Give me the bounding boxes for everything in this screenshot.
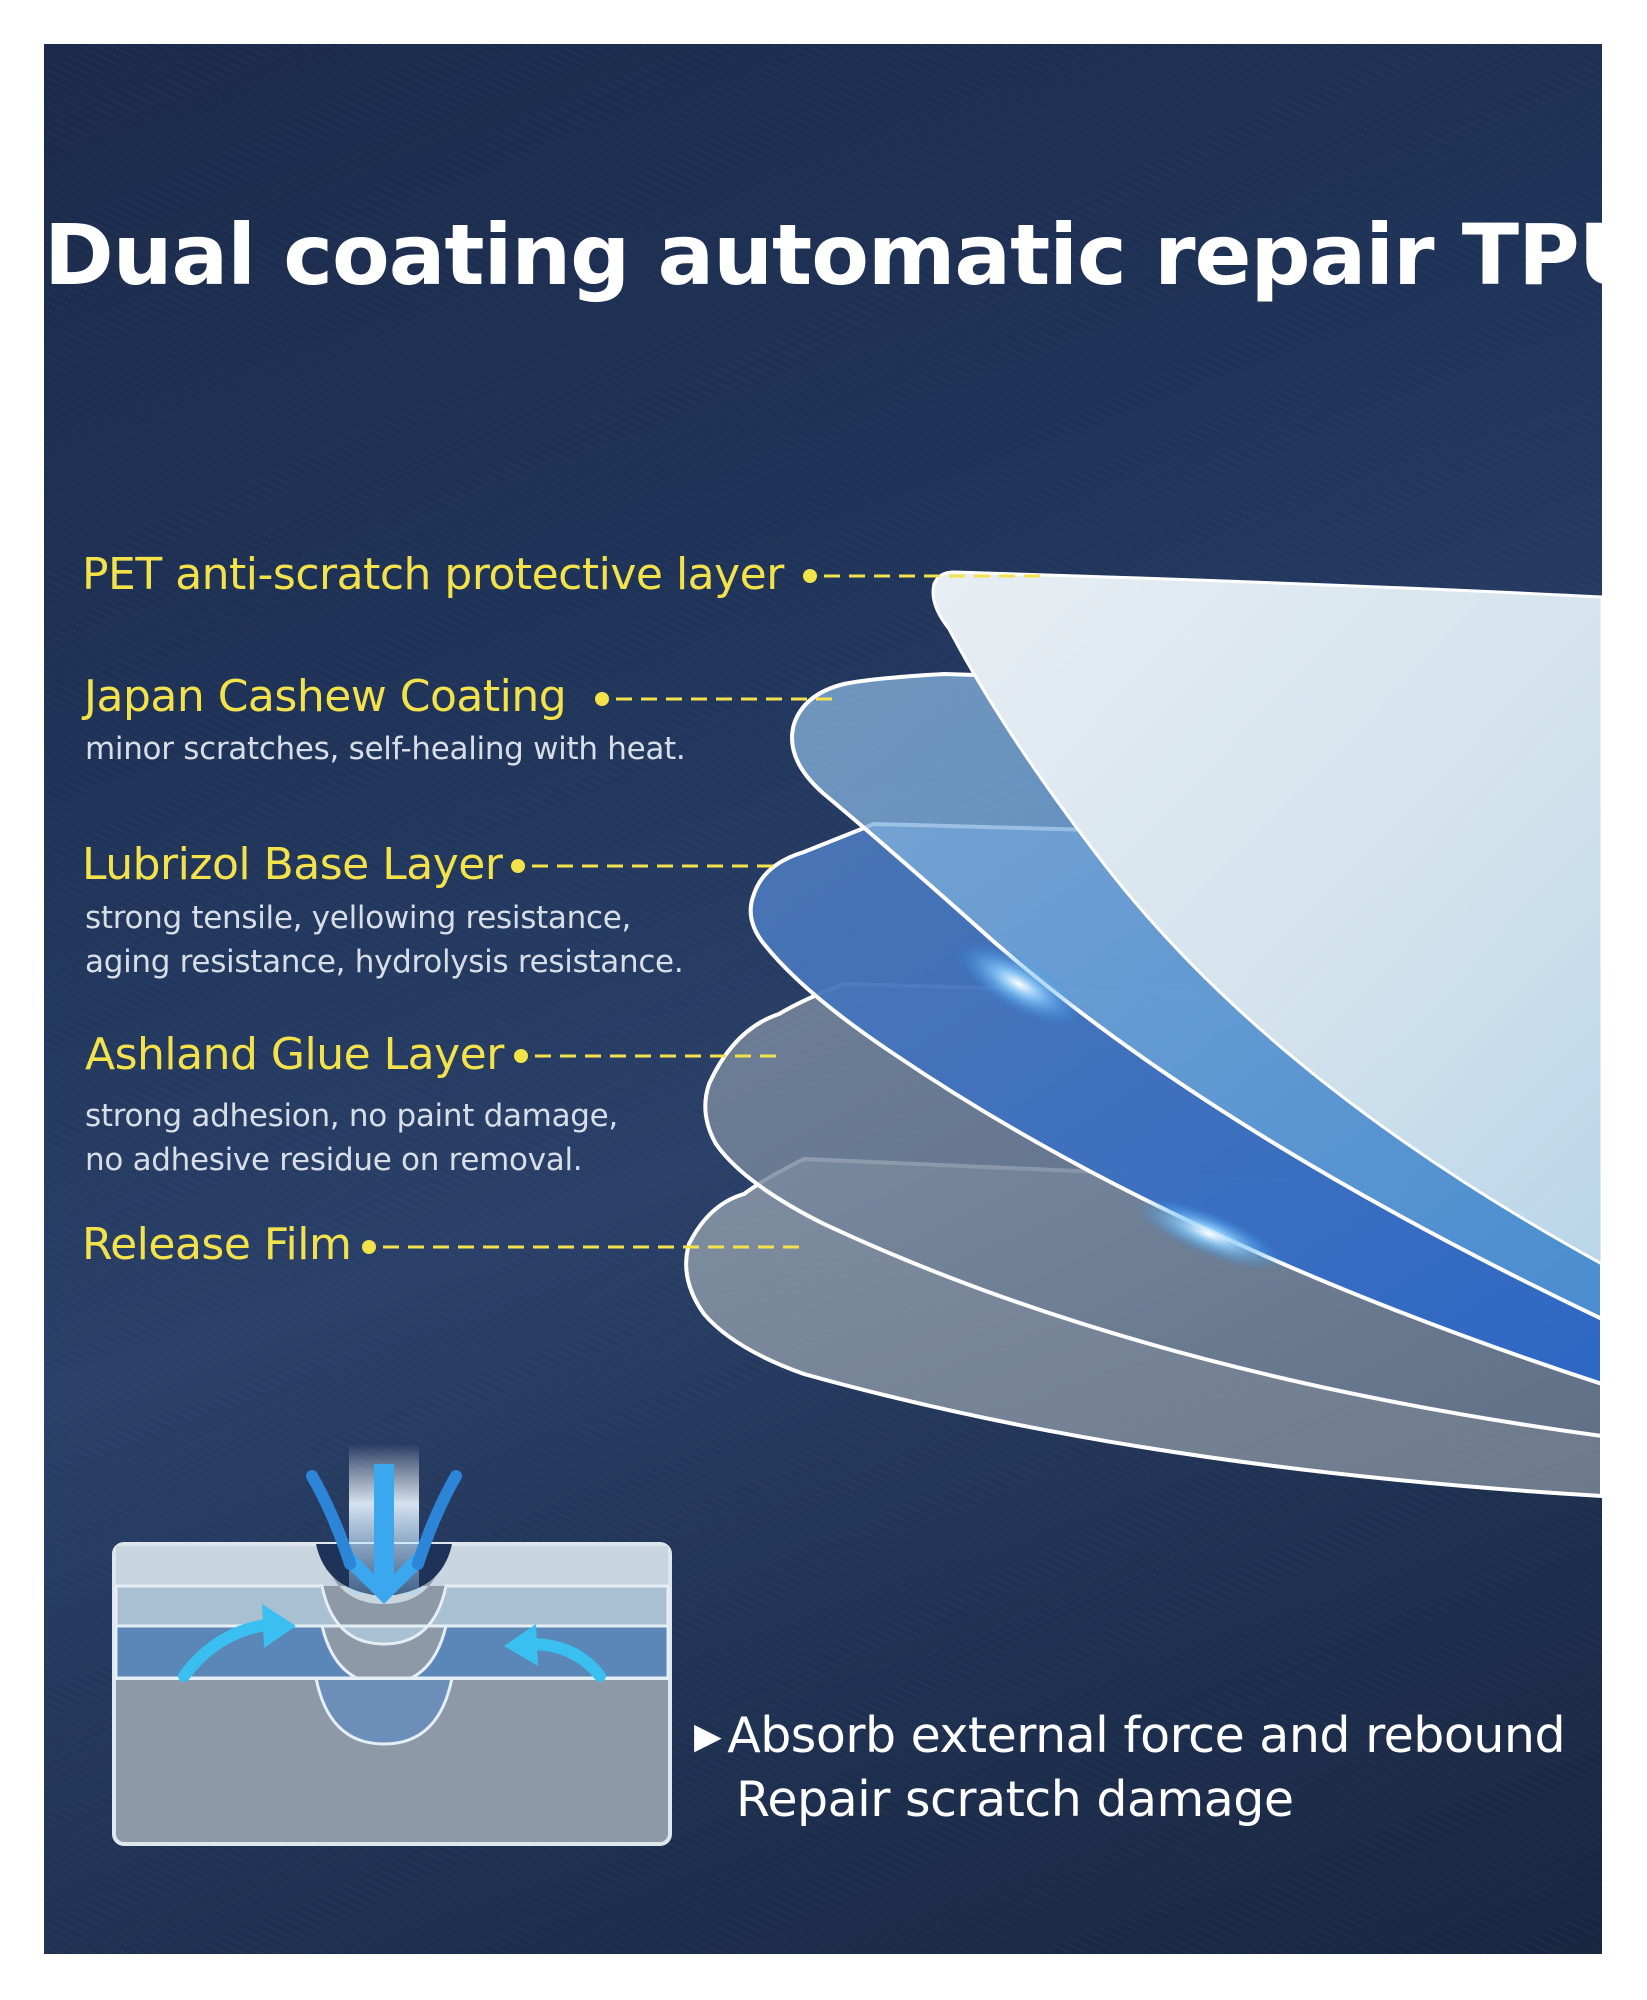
desc-line: strong adhesion, no paint damage, (85, 1098, 618, 1134)
caption-line-1: ▶Absorb external force and rebound (694, 1704, 1566, 1768)
down-arrow-icon (344, 1464, 424, 1604)
layer-label-pet: PET anti-scratch protective layer (82, 549, 784, 600)
caption-line-2: Repair scratch damage (736, 1771, 1294, 1828)
rebound-arrow-icon (178, 1618, 280, 1682)
layer-label-lubrizol: Lubrizol Base Layer (82, 839, 503, 890)
layer-label-cashew: Japan Cashew Coating (84, 671, 567, 722)
desc-line: minor scratches, self-healing with heat. (85, 731, 686, 767)
down-arrow-icon (412, 1470, 462, 1570)
page-title: Dual coating automatic repair TPU (44, 206, 1602, 304)
leader-dot (595, 692, 609, 706)
leader-dot (803, 569, 817, 583)
desc-line: aging resistance, hydrolysis resistance. (85, 944, 684, 980)
desc-line: no adhesive residue on removal. (85, 1142, 583, 1178)
layer-stack-illustration (112, 569, 1602, 1846)
repair-caption: ▶Absorb external force and rebound Repai… (694, 1704, 1566, 1831)
edge-glow (1134, 1197, 1284, 1271)
layer-label-ashland: Ashland Glue Layer (85, 1029, 504, 1080)
desc-line: strong tensile, yellowing resistance, (85, 900, 632, 936)
leader-dot (511, 859, 525, 873)
play-triangle-icon: ▶ (694, 1716, 722, 1757)
leader-dot (362, 1240, 376, 1254)
leader-dot (514, 1049, 528, 1063)
layer-label-release: Release Film (82, 1219, 352, 1270)
rebound-arrow-icon (504, 1624, 538, 1666)
layer-desc-lubrizol: strong tensile, yellowing resistance, ag… (85, 896, 684, 984)
pet-protective-sheet (931, 570, 1602, 1266)
edge-glow (957, 942, 1081, 1026)
layer-desc-ashland: strong adhesion, no paint damage, no adh… (85, 1094, 618, 1182)
infographic-panel: Dual coating automatic repair TPU (44, 44, 1602, 1954)
layer-desc-cashew: minor scratches, self-healing with heat. (85, 727, 686, 771)
down-arrow-icon (306, 1470, 356, 1570)
rebound-arrow-icon (262, 1604, 296, 1648)
repair-cross-section (112, 1444, 672, 1846)
